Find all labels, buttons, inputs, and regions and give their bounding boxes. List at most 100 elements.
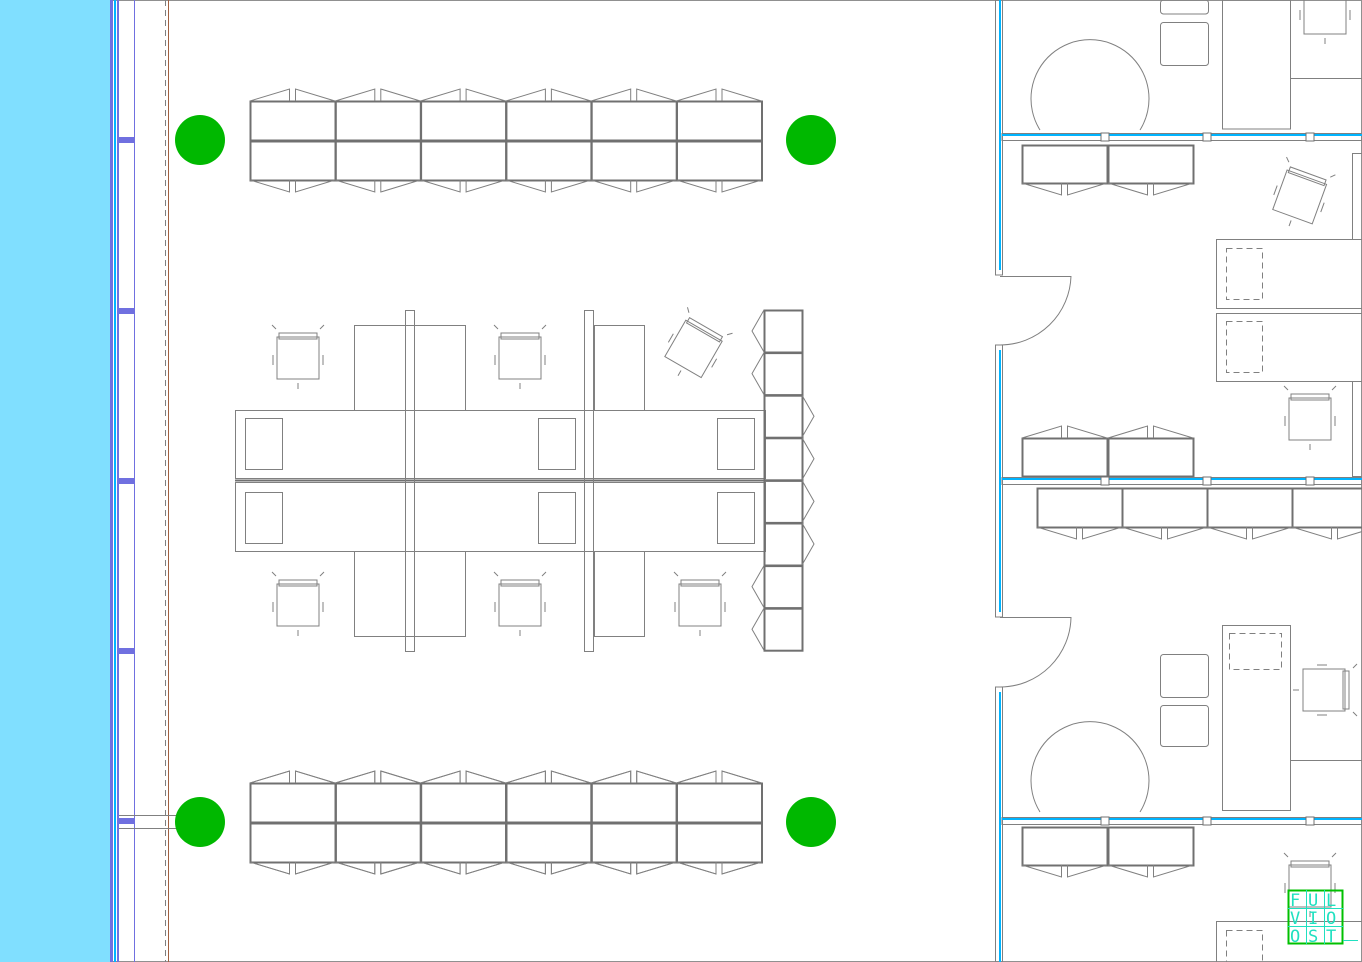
door-wings — [751, 352, 765, 395]
storage-cabinets — [249, 88, 1362, 878]
divider-screen — [405, 310, 415, 652]
door[interactable] — [999, 616, 1072, 688]
table — [1222, 0, 1291, 130]
tag-letter: U — [1308, 891, 1318, 911]
door-wings — [751, 607, 765, 651]
door-wings — [505, 770, 592, 784]
chair-seat — [1288, 397, 1332, 441]
chair-seat — [498, 583, 542, 627]
chair-back — [500, 332, 540, 340]
cabinet-unit — [1291, 487, 1362, 540]
plants — [175, 115, 836, 847]
chair-back — [680, 579, 720, 587]
tag-letter: F — [1290, 891, 1300, 911]
office-desk — [1216, 239, 1362, 309]
chair-casters — [1273, 156, 1336, 227]
door-wings — [335, 179, 421, 193]
door-wings — [1036, 526, 1123, 540]
cabinet-unit — [1107, 144, 1195, 196]
door-wings — [335, 88, 421, 102]
chair-seat — [1303, 0, 1347, 35]
door-wings — [801, 437, 815, 481]
monitor-outline — [1226, 248, 1263, 300]
desk-items — [245, 418, 755, 544]
monitor-outline — [1226, 930, 1263, 962]
chair-back — [500, 579, 540, 587]
desk-pad — [538, 418, 576, 470]
door-wings — [676, 770, 762, 784]
chair-seat — [1288, 864, 1332, 908]
mullion-tick — [117, 648, 134, 654]
cabinet-unit — [1107, 826, 1195, 878]
door-wings — [420, 179, 506, 193]
wall-post — [1100, 132, 1110, 142]
chair-back — [1290, 393, 1330, 401]
chairs — [271, 0, 1358, 917]
door-wings — [676, 179, 762, 193]
tag-letter: O — [1290, 927, 1300, 947]
round-table — [1030, 721, 1150, 813]
chair-casters — [667, 307, 733, 376]
office-desk — [1216, 313, 1362, 382]
cabinet-body — [1107, 144, 1195, 185]
wall-post — [1202, 476, 1212, 486]
door-wings — [591, 179, 677, 193]
task-chair — [493, 324, 547, 389]
lounge-chair — [1160, 0, 1209, 15]
door-wings — [1121, 526, 1208, 540]
chair-back — [1287, 166, 1327, 187]
plant — [175, 797, 225, 847]
chair-seat — [1302, 668, 1346, 712]
door-wings — [1021, 182, 1108, 196]
chair-casters — [271, 571, 325, 636]
table — [1222, 625, 1291, 811]
plant — [175, 115, 225, 165]
plant — [786, 797, 836, 847]
desk-pad — [245, 418, 283, 470]
door-wings — [751, 309, 765, 353]
plant — [786, 115, 836, 165]
door[interactable] — [999, 275, 1072, 346]
task-chair — [1299, 0, 1351, 44]
task-chair — [1272, 156, 1336, 227]
mullion-tick — [117, 308, 134, 314]
tag-letter: I — [1308, 909, 1318, 929]
task-chair — [1283, 852, 1337, 917]
door-wings — [505, 179, 592, 193]
tag-letter: V — [1290, 909, 1300, 929]
tag-letter: O — [1326, 909, 1336, 929]
desk-pad — [245, 492, 283, 544]
cabinet-unit — [676, 140, 763, 193]
chair-back — [1342, 670, 1350, 710]
tag-letter: L — [1326, 891, 1336, 911]
wall-post — [1305, 816, 1315, 826]
desk-pad — [717, 418, 755, 470]
wall-post — [1305, 132, 1315, 142]
chair-seat — [276, 583, 320, 627]
partition-wall — [1001, 133, 1362, 141]
mullion-line — [110, 0, 113, 962]
door-swing — [999, 616, 1072, 688]
task-chair — [271, 324, 325, 389]
task-chair — [493, 571, 547, 636]
chair-back — [278, 332, 318, 340]
door-wings — [1021, 425, 1108, 439]
glass-line — [114, 0, 116, 962]
workstation-cluster — [235, 309, 815, 652]
door-wings — [1107, 425, 1194, 439]
chair-back — [278, 579, 318, 587]
task-chair — [271, 571, 325, 636]
task-chair — [1293, 663, 1358, 717]
chair-casters — [1293, 663, 1358, 717]
chair-casters — [1283, 385, 1337, 450]
door-wings — [751, 565, 765, 608]
chair-casters — [1299, 10, 1351, 44]
door-wings — [249, 770, 336, 784]
door-wings — [591, 88, 677, 102]
glazing-fill — [0, 0, 110, 962]
task-chair — [1283, 385, 1337, 450]
wall-post — [1305, 476, 1315, 486]
partition-wall — [1001, 817, 1362, 825]
cabinet-unit — [676, 822, 763, 875]
